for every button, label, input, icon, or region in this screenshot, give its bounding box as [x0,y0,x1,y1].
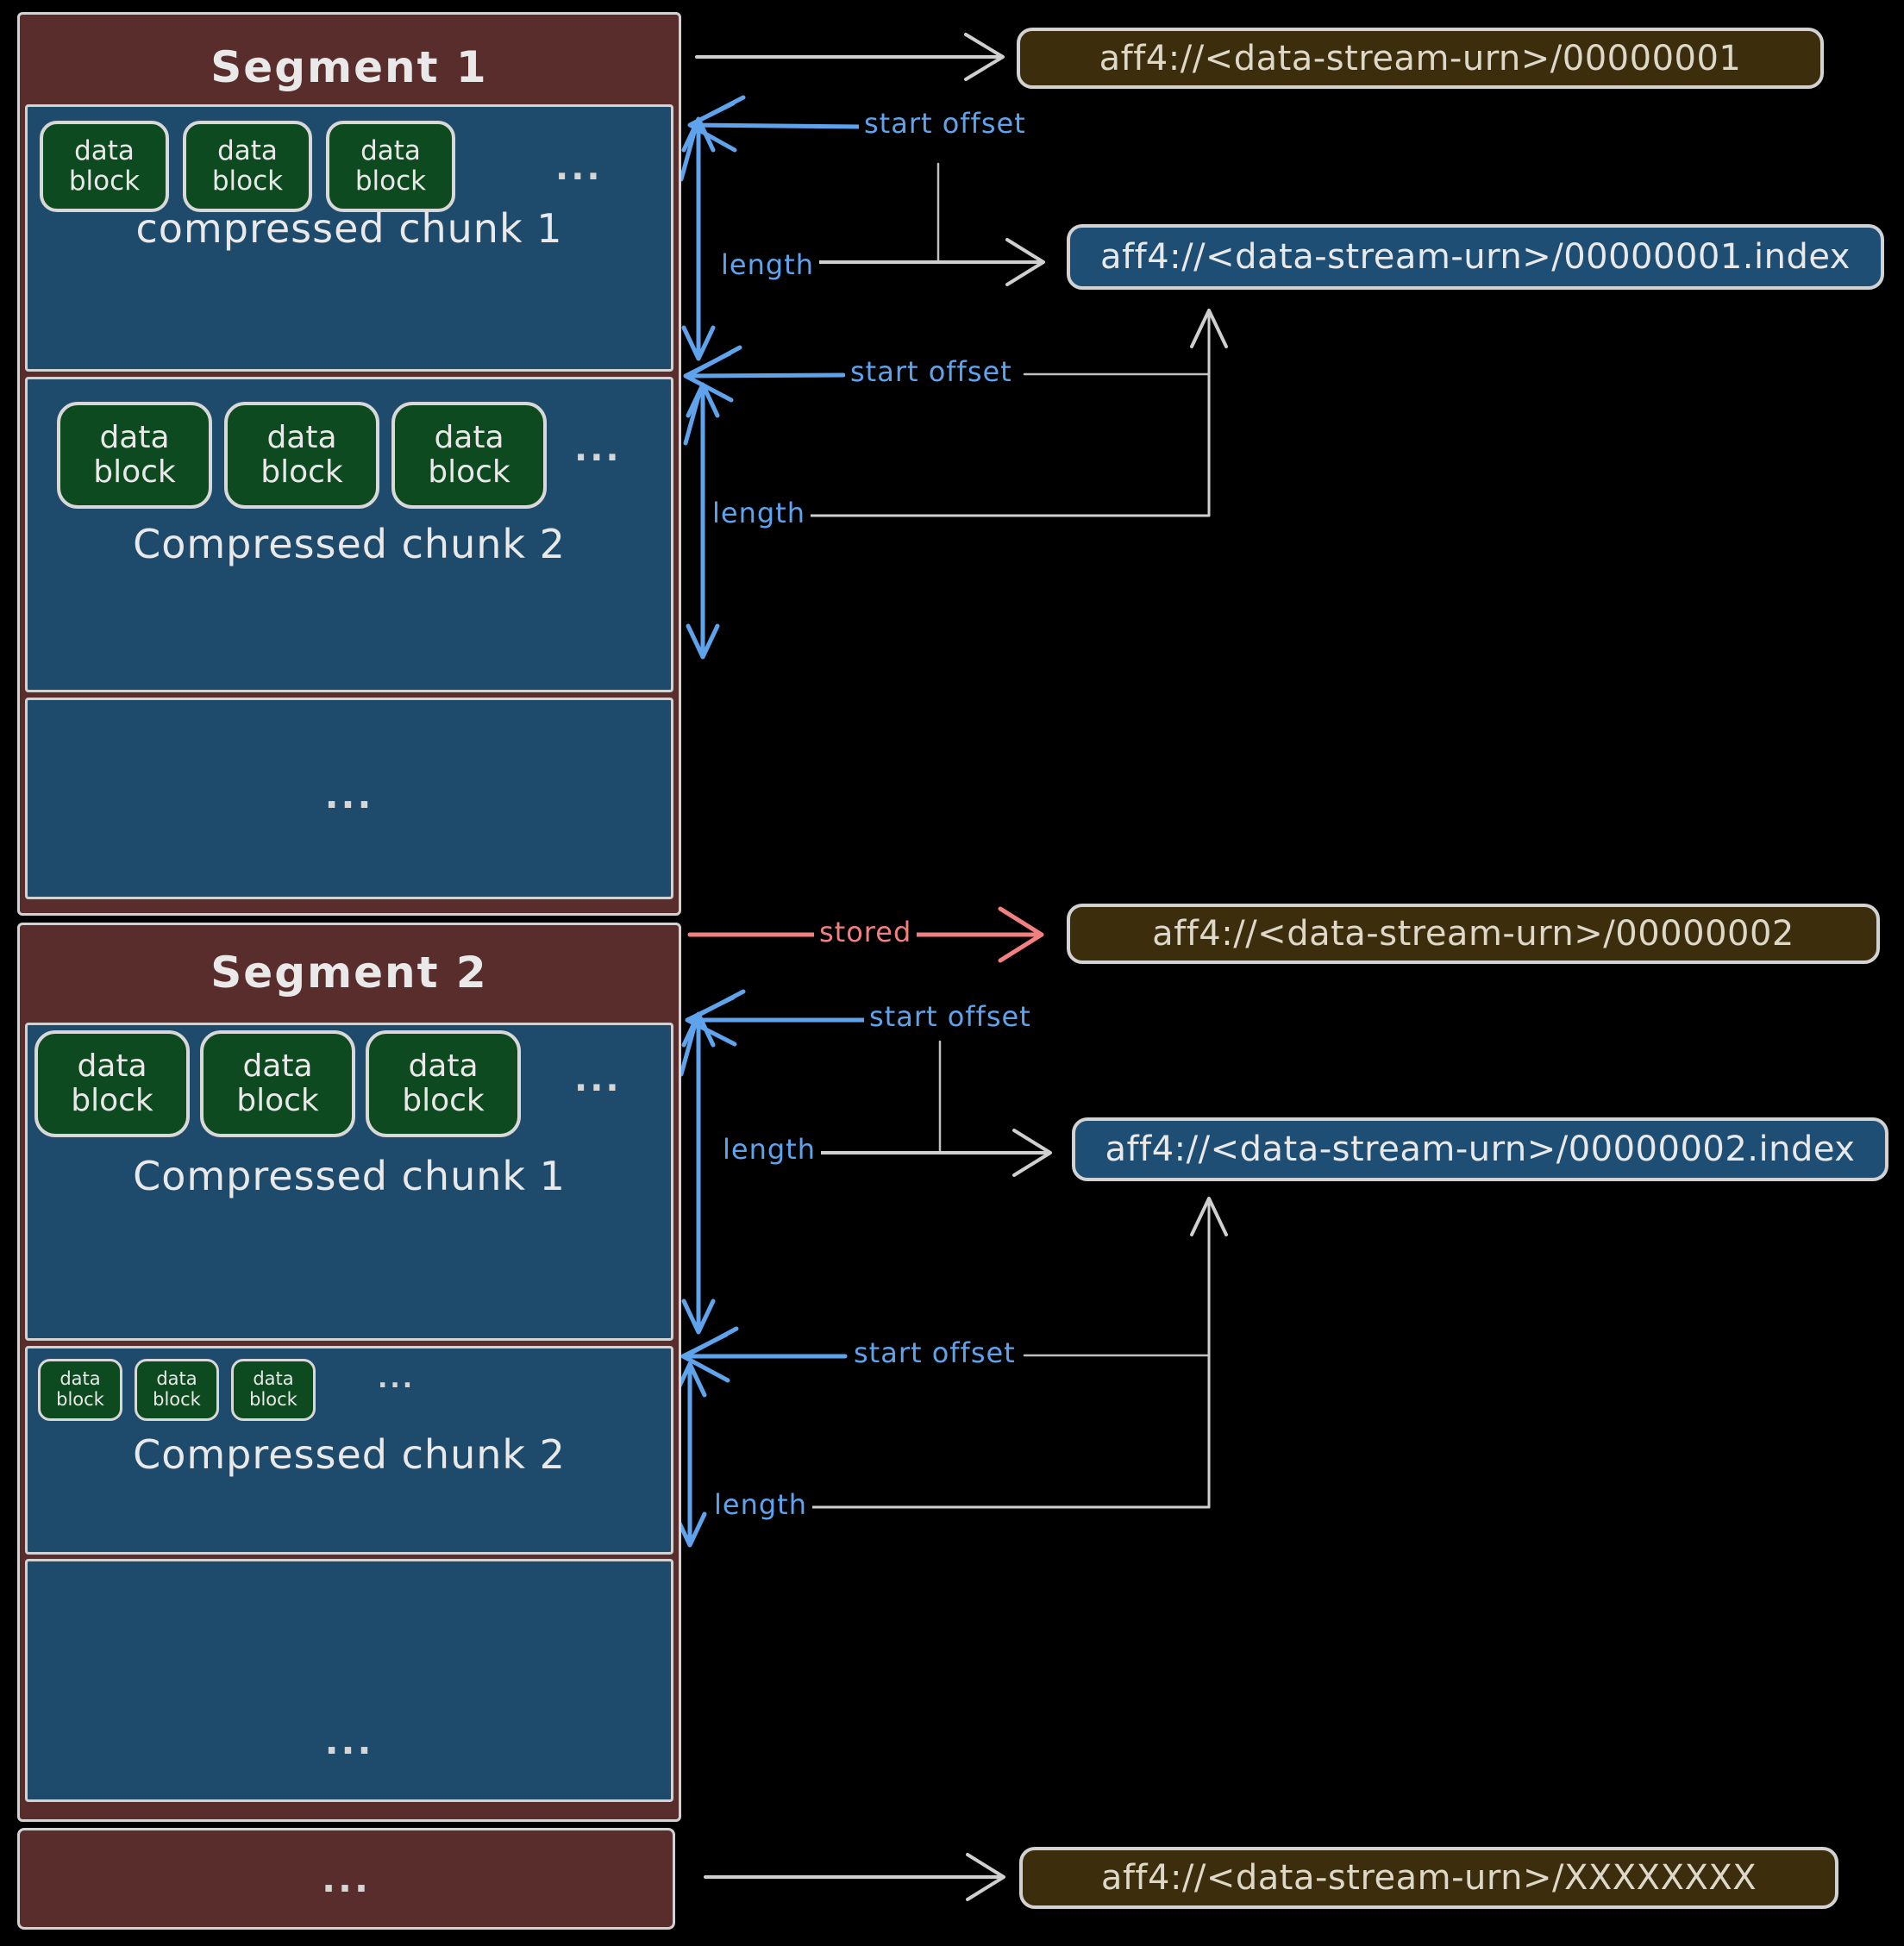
data-block-row: data block data block data block [38,1359,316,1421]
data-block-row: data block data block data block [57,402,547,509]
data-block: data block [57,402,212,509]
data-block-label: data block [354,135,427,197]
arrow-segment1-to-urn [695,33,1005,81]
urn-segment-2-stream: aff4://<data-stream-urn>/00000002 [1067,904,1880,964]
segment-2-title: Segment 2 [210,948,488,998]
length-span-arrow-s1c1 [679,116,716,361]
data-block-label: data block [153,1368,201,1410]
data-block-label: data block [71,1048,153,1118]
data-block: data block [183,121,312,212]
stored-label: stored [814,914,918,950]
arrow-more-segments-to-urn [704,1853,1005,1901]
more-blocks-ellipsis: ... [574,1060,622,1099]
urn-segment-1-index: aff4://<data-stream-urn>/00000001.index [1067,224,1884,290]
data-block-label: data block [249,1368,298,1410]
more-segments-box: ... [17,1828,675,1930]
length-label-s2c2: length [709,1486,812,1523]
start-offset-arrow-s2c2 [680,1326,848,1383]
start-offset-label-s2c2: start offset [849,1335,1021,1371]
data-block: data block [38,1359,122,1421]
more-blocks-ellipsis: ... [555,148,603,188]
segment-2-compressed-chunk-1: data block data block data block ... Com… [25,1023,673,1341]
data-block-row: data block data block data block [34,1030,521,1137]
urn-more-segments-stream: aff4://<data-stream-urn>/XXXXXXXX [1019,1847,1838,1909]
data-block: data block [200,1030,355,1137]
data-block: data block [34,1030,190,1137]
data-block: data block [135,1359,219,1421]
data-block: data block [40,121,169,212]
length-label-s1c1: length [716,247,819,283]
length-span-arrow-s2c1 [679,1011,716,1335]
data-block-label: data block [211,135,284,197]
length-label-s2c1: length [717,1131,821,1167]
start-offset-arrow-s1c2 [683,345,846,403]
segment-2-more-chunks: ... [25,1559,673,1802]
more-blocks-ellipsis: ... [574,429,622,469]
start-offset-label-s1c2: start offset [845,354,1018,390]
data-block-label: data block [56,1368,104,1410]
urn-segment-2-index: aff4://<data-stream-urn>/00000002.index [1072,1117,1888,1181]
start-offset-label-s1c1: start offset [859,105,1031,141]
chunk-label: compressed chunk 1 [135,205,563,252]
start-offset-label-s2c1: start offset [864,998,1037,1035]
segment-1-compressed-chunk-2: data block data block data block ... Com… [25,377,673,692]
data-block-label: data block [428,419,510,490]
segment-1-more-chunks: ... [25,698,673,899]
data-block: data block [231,1359,316,1421]
length-label-s1c2: length [707,495,811,531]
urn-segment-1-stream: aff4://<data-stream-urn>/00000001 [1017,28,1824,89]
chunk-label: Compressed chunk 2 [133,521,566,567]
segment-1-title: Segment 1 [210,42,488,92]
data-block-label: data block [236,1048,319,1118]
start-offset-arrow-s2c1 [685,989,868,1047]
length-arrow-to-index1 [802,238,1045,286]
data-block: data block [366,1030,521,1137]
segment-2-compressed-chunk-2: data block data block data block ... Com… [25,1346,673,1555]
more-blocks-ellipsis: ... [378,1364,416,1394]
start-offset-arrow-s1c1 [687,95,865,153]
segment-1-box: Segment 1 data block data block data blo… [17,12,681,916]
more-chunks-ellipsis: ... [324,774,374,817]
data-block-row: data block data block data block [40,121,455,212]
data-block-label: data block [402,1048,485,1118]
segment-2-box: Segment 2 data block data block data blo… [17,923,681,1822]
more-segments-ellipsis: ... [322,1857,371,1900]
index-riser-s1c2 [799,309,1228,517]
segment-1-compressed-chunk-1: data block data block data block ... com… [25,104,673,372]
chunk-label: Compressed chunk 1 [133,1153,566,1199]
data-block: data block [391,402,547,509]
data-block-label: data block [93,419,176,490]
data-block-label: data block [68,135,141,197]
data-block-label: data block [260,419,343,490]
length-arrow-to-index2 [804,1129,1052,1177]
chunk-label: Compressed chunk 2 [133,1431,566,1478]
more-chunks-ellipsis: ... [324,1720,374,1762]
data-block: data block [326,121,455,212]
data-block: data block [224,402,379,509]
